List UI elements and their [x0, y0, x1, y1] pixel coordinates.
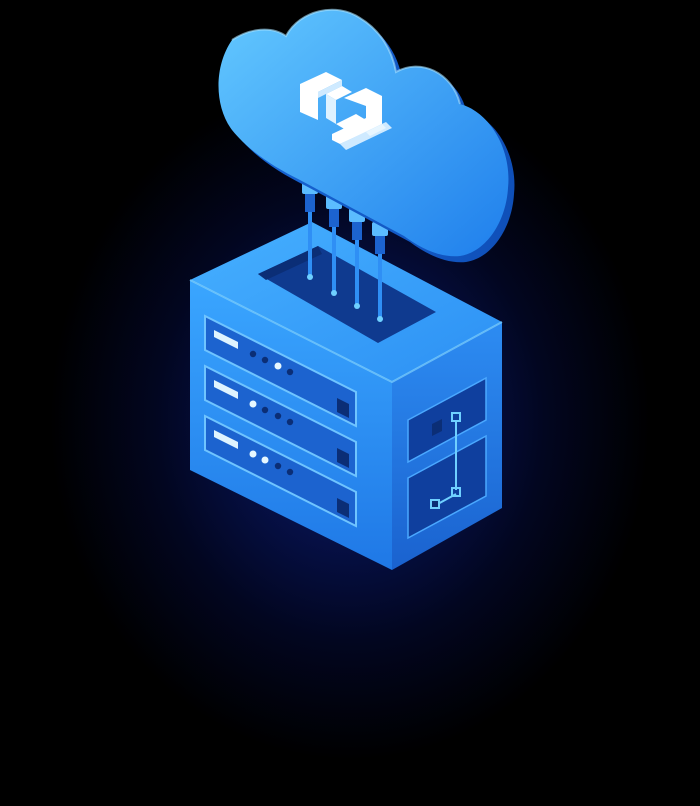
server-unit [189, 222, 503, 570]
drive-bay-1 [204, 314, 357, 428]
cables [302, 180, 388, 322]
cloud [218, 8, 515, 263]
side-panel-lower [407, 421, 487, 540]
drive-bay-3 [204, 414, 357, 528]
drive-bay-2 [204, 364, 357, 478]
brand-logo-icon [300, 72, 392, 150]
side-panel-upper [407, 376, 487, 464]
server-top-recess [258, 246, 436, 343]
